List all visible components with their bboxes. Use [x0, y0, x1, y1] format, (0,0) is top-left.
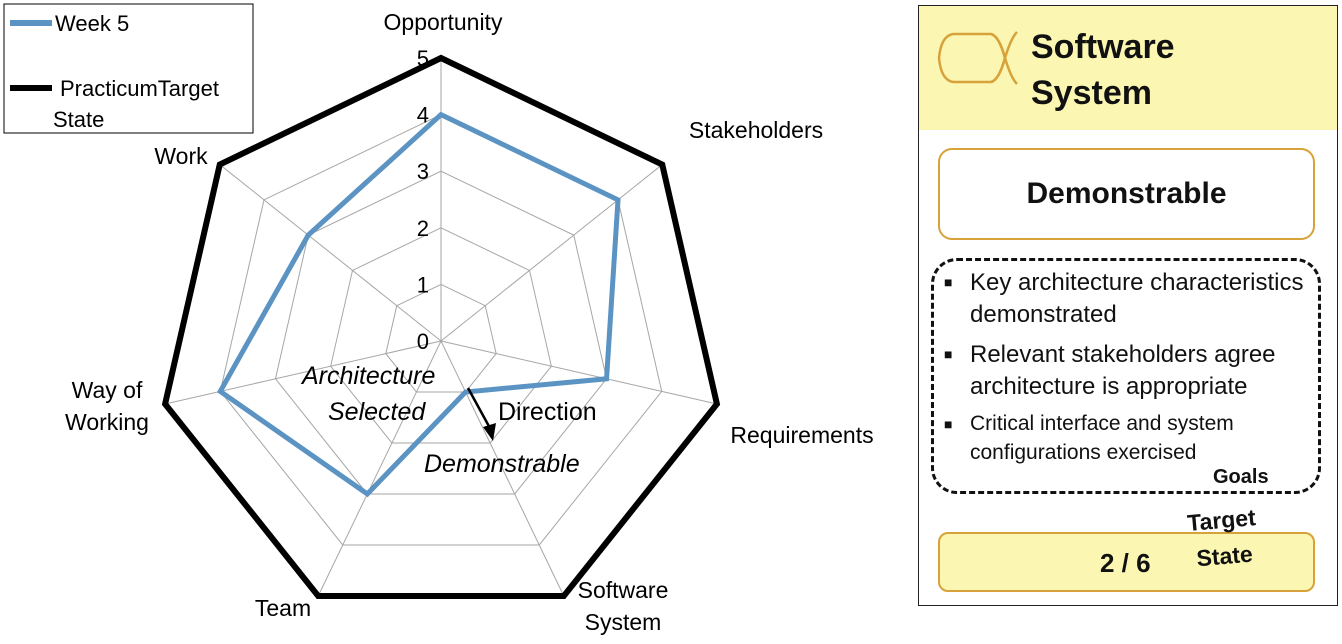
tick-label: 5: [417, 46, 429, 71]
radar-axis-labels: OpportunityStakeholdersRequirementsSoftw…: [65, 9, 874, 635]
card-title: Software System: [1031, 28, 1175, 112]
alpha-card: Software System Demonstrable ■ Key archi…: [918, 5, 1338, 606]
state-label: Demonstrable: [1026, 177, 1227, 210]
tick-label: 2: [417, 216, 429, 241]
radar-grid: [164, 57, 718, 597]
annotation-selected: Selected: [328, 398, 426, 426]
direction-arrow: [466, 387, 496, 441]
goals-box: ■ Key architecture characteristics demon…: [931, 258, 1321, 494]
goal-item: ■ Key architecture characteristics demon…: [944, 267, 1320, 331]
card-header: Software System: [919, 6, 1337, 130]
grid-spoke: [440, 340, 565, 597]
legend-label-week5: Week 5: [55, 11, 129, 36]
tick-label: 3: [417, 159, 429, 184]
series-line-week5: [216, 111, 621, 498]
tick-label: 1: [417, 272, 429, 297]
grid-ring: [385, 283, 497, 393]
axis-label: Requirements: [730, 422, 873, 448]
grid-spoke: [317, 340, 442, 597]
grid-spoke: [440, 340, 718, 405]
goal-text: Key architecture characteristics demonst…: [970, 269, 1304, 328]
grid-ring: [219, 114, 663, 546]
axis-label: Work: [154, 143, 208, 169]
grid-ring: [274, 170, 608, 495]
goal-text: Critical interface and system configurat…: [970, 412, 1234, 464]
axis-label: Team: [255, 595, 311, 621]
bullet-icon: ■: [944, 274, 953, 290]
goals-label: Goals: [1213, 466, 1269, 488]
bullet-icon: ■: [944, 346, 953, 362]
series-line-target: [161, 54, 721, 599]
target-state-label: Target State: [1186, 504, 1257, 572]
bullet-icon: ■: [944, 416, 953, 432]
state-box: Demonstrable: [938, 148, 1315, 240]
goal-item: ■ Critical interface and system configur…: [944, 409, 1320, 467]
grid-spoke: [164, 340, 442, 405]
radar-chart: 0 1 2 3 4 5 OpportunityStakeholdersRequiremen…: [3, 3, 874, 635]
tick-label: 0: [417, 329, 429, 354]
count-text: 2 / 6: [1100, 548, 1151, 578]
radar-series: [161, 54, 721, 599]
annotation-architecture: Architecture: [300, 362, 435, 390]
annotation-demonstrable: Demonstrable: [424, 450, 580, 478]
goal-text: Relevant stakeholders agree architecture…: [970, 341, 1276, 400]
axis-label: Opportunity: [384, 9, 503, 35]
axis-label: Stakeholders: [689, 117, 823, 143]
goal-item: ■ Relevant stakeholders agree architectu…: [944, 339, 1320, 403]
grid-spoke: [219, 164, 442, 342]
grid-spoke: [440, 164, 663, 342]
annotation-direction: Direction: [498, 398, 597, 426]
grid-ring: [330, 227, 552, 444]
tick-label: 4: [417, 103, 429, 128]
radar-ticks: 0 1 2 3 4 5: [417, 46, 429, 354]
count-box: 2 / 6: [938, 532, 1315, 592]
alpha-icon: [937, 31, 1018, 85]
